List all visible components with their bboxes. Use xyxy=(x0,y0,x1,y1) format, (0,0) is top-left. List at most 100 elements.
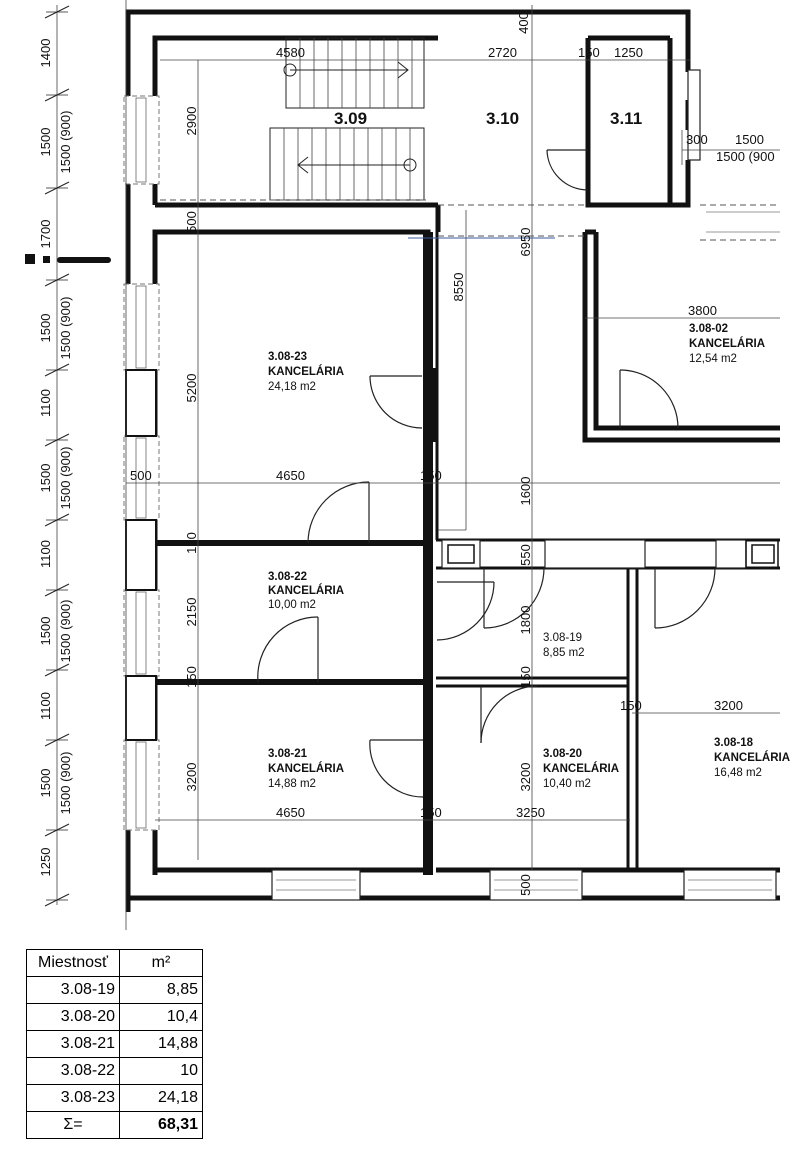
area-summary-table: Miestnosť m² 3.08-19 8,85 3.08-20 10,4 3… xyxy=(26,949,203,1139)
window-frame xyxy=(123,95,160,185)
dim-label: 1700 xyxy=(38,220,53,249)
dim-label: 150 xyxy=(420,805,442,820)
bottom-windows xyxy=(271,869,777,901)
window-frame xyxy=(123,283,160,371)
room-name: KANCELÁRIA xyxy=(268,584,344,597)
dim-label: 1500 (900) xyxy=(58,297,73,360)
cell-area: 10,4 xyxy=(119,1003,203,1031)
cell-area: 8,85 xyxy=(119,976,203,1004)
table-row: 3.08-21 14,88 xyxy=(26,1030,203,1058)
table-row: 3.08-20 10,4 xyxy=(26,1003,203,1031)
dim-label: 1100 xyxy=(38,540,53,568)
dim-label: 1500 (900 xyxy=(716,149,775,164)
dim-label: 150 xyxy=(518,666,533,688)
cell-area: 24,18 xyxy=(119,1084,203,1112)
dim-label: 2150 xyxy=(184,598,199,627)
room-area: 10,40 m2 xyxy=(543,778,591,790)
dim-label: 3800 xyxy=(688,303,717,318)
window-glass xyxy=(135,285,147,369)
room-name: KANCELÁRIA xyxy=(268,365,344,378)
dim-label: 1500 xyxy=(735,132,764,147)
window-frame xyxy=(123,435,160,521)
room-area: 12,54 m2 xyxy=(689,353,737,365)
table-row: 3.08-23 24,18 xyxy=(26,1084,203,1112)
dim-label: 150 xyxy=(578,45,600,60)
dim-label: 5200 xyxy=(184,374,199,403)
cell-room: 3.08-23 xyxy=(26,1084,120,1112)
window-glass xyxy=(135,437,147,519)
corridor-windows xyxy=(441,539,779,569)
dim-label: 1600 xyxy=(518,477,533,506)
dim-label: 3200 xyxy=(714,698,743,713)
room-code: 3.08-23 xyxy=(268,351,307,363)
doors xyxy=(257,149,716,798)
dimension-labels: 400 4580 2720 150 1250 300 1500 1500 (90… xyxy=(130,12,775,896)
cell-room: 3.08-21 xyxy=(26,1030,120,1058)
dim-label: 150 xyxy=(184,532,199,554)
table-row: 3.08-19 8,85 xyxy=(26,976,203,1004)
header-area: m² xyxy=(119,949,203,977)
dim-label: 1100 xyxy=(38,389,53,417)
dim-label: 150 xyxy=(620,698,642,713)
dim-label: 1250 xyxy=(614,45,643,60)
dim-label: 1800 xyxy=(518,606,533,635)
window-glass xyxy=(135,741,147,829)
room-area: 24,18 m2 xyxy=(268,381,316,393)
dim-label: 3200 xyxy=(184,763,199,792)
dim-label: 4650 xyxy=(276,468,305,483)
cell-room: 3.08-22 xyxy=(26,1057,120,1085)
floor-plan: 1400 1500 1500 (900) 1700 1500 1500 (900… xyxy=(25,0,790,930)
pier xyxy=(125,675,157,741)
window-frame xyxy=(123,589,160,677)
dim-label: 1500 xyxy=(38,314,53,343)
dim-label: 1500 (900) xyxy=(58,111,73,174)
dim-label: 1500 xyxy=(38,464,53,493)
dim-label: 4650 xyxy=(276,805,305,820)
pier xyxy=(125,369,157,437)
dim-label: 2900 xyxy=(184,107,199,136)
room-number-3-10: 3.10 xyxy=(486,109,519,128)
left-dim-labels: 1400 1500 1500 (900) 1700 1500 1500 (900… xyxy=(38,39,73,877)
dim-label: 1500 (900) xyxy=(58,752,73,815)
room-number-3-09: 3.09 xyxy=(334,109,367,128)
header-room: Miestnosť xyxy=(26,949,120,977)
right-window xyxy=(687,69,780,241)
room-number-3-11: 3.11 xyxy=(610,109,642,128)
dim-label: 3250 xyxy=(516,805,545,820)
dim-label: 1500 (900) xyxy=(58,447,73,510)
cell-room: 3.08-20 xyxy=(26,1003,120,1031)
dim-label: 300 xyxy=(686,132,708,147)
dim-label: 8550 xyxy=(451,273,466,302)
staircase xyxy=(160,37,430,201)
room-area: 16,48 m2 xyxy=(714,767,762,779)
dim-label: 2720 xyxy=(488,45,517,60)
room-code: 3.08-20 xyxy=(543,748,582,760)
dim-label: 150 xyxy=(184,666,199,688)
cell-room: 3.08-19 xyxy=(26,976,120,1004)
axis-marker xyxy=(25,254,111,264)
table-header-row: Miestnosť m² xyxy=(26,949,203,977)
dim-label: 1500 xyxy=(38,617,53,646)
dim-label: 6950 xyxy=(518,228,533,257)
room-code: 3.08-19 xyxy=(543,632,582,644)
dim-label: 1400 xyxy=(38,39,53,68)
table-row: 3.08-22 10 xyxy=(26,1057,203,1085)
dim-label: 1500 xyxy=(38,769,53,798)
window-frame xyxy=(123,739,160,831)
window-glass xyxy=(135,591,147,675)
room-area: 14,88 m2 xyxy=(268,778,316,790)
cell-area: 10 xyxy=(119,1057,203,1085)
dim-label: 1100 xyxy=(38,692,53,720)
dim-label: 500 xyxy=(518,874,533,896)
sum-value: 68,31 xyxy=(119,1111,203,1139)
dim-label: 1500 xyxy=(38,128,53,157)
room-area: 8,85 m2 xyxy=(543,647,585,659)
dim-label: 1500 (900) xyxy=(58,600,73,663)
dim-label: 500 xyxy=(130,468,152,483)
dim-label: 550 xyxy=(518,544,533,566)
room-name: KANCELÁRIA xyxy=(543,762,619,775)
room-area: 10,00 m2 xyxy=(268,599,316,611)
dim-label: 150 xyxy=(420,468,442,483)
room-code: 3.08-21 xyxy=(268,748,308,760)
room-code: 3.08-02 xyxy=(689,323,728,335)
